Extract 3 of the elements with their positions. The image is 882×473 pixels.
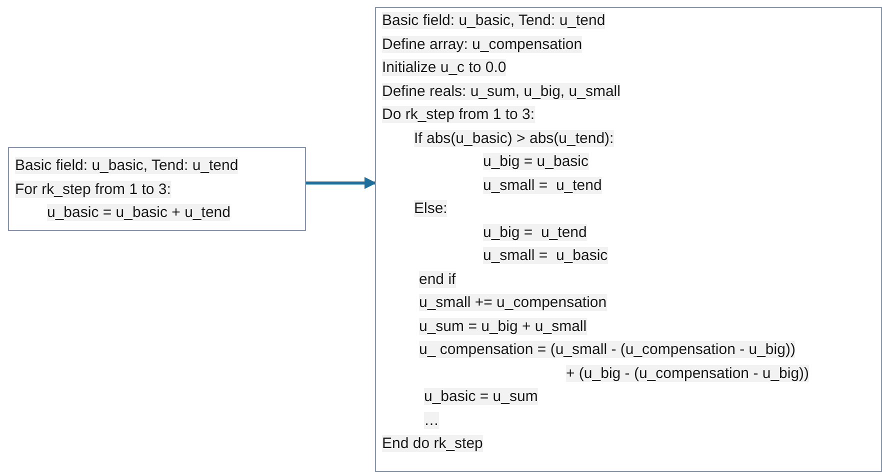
code-box: [8, 147, 306, 231]
code-box: [375, 7, 882, 472]
arrow: [306, 177, 376, 189]
